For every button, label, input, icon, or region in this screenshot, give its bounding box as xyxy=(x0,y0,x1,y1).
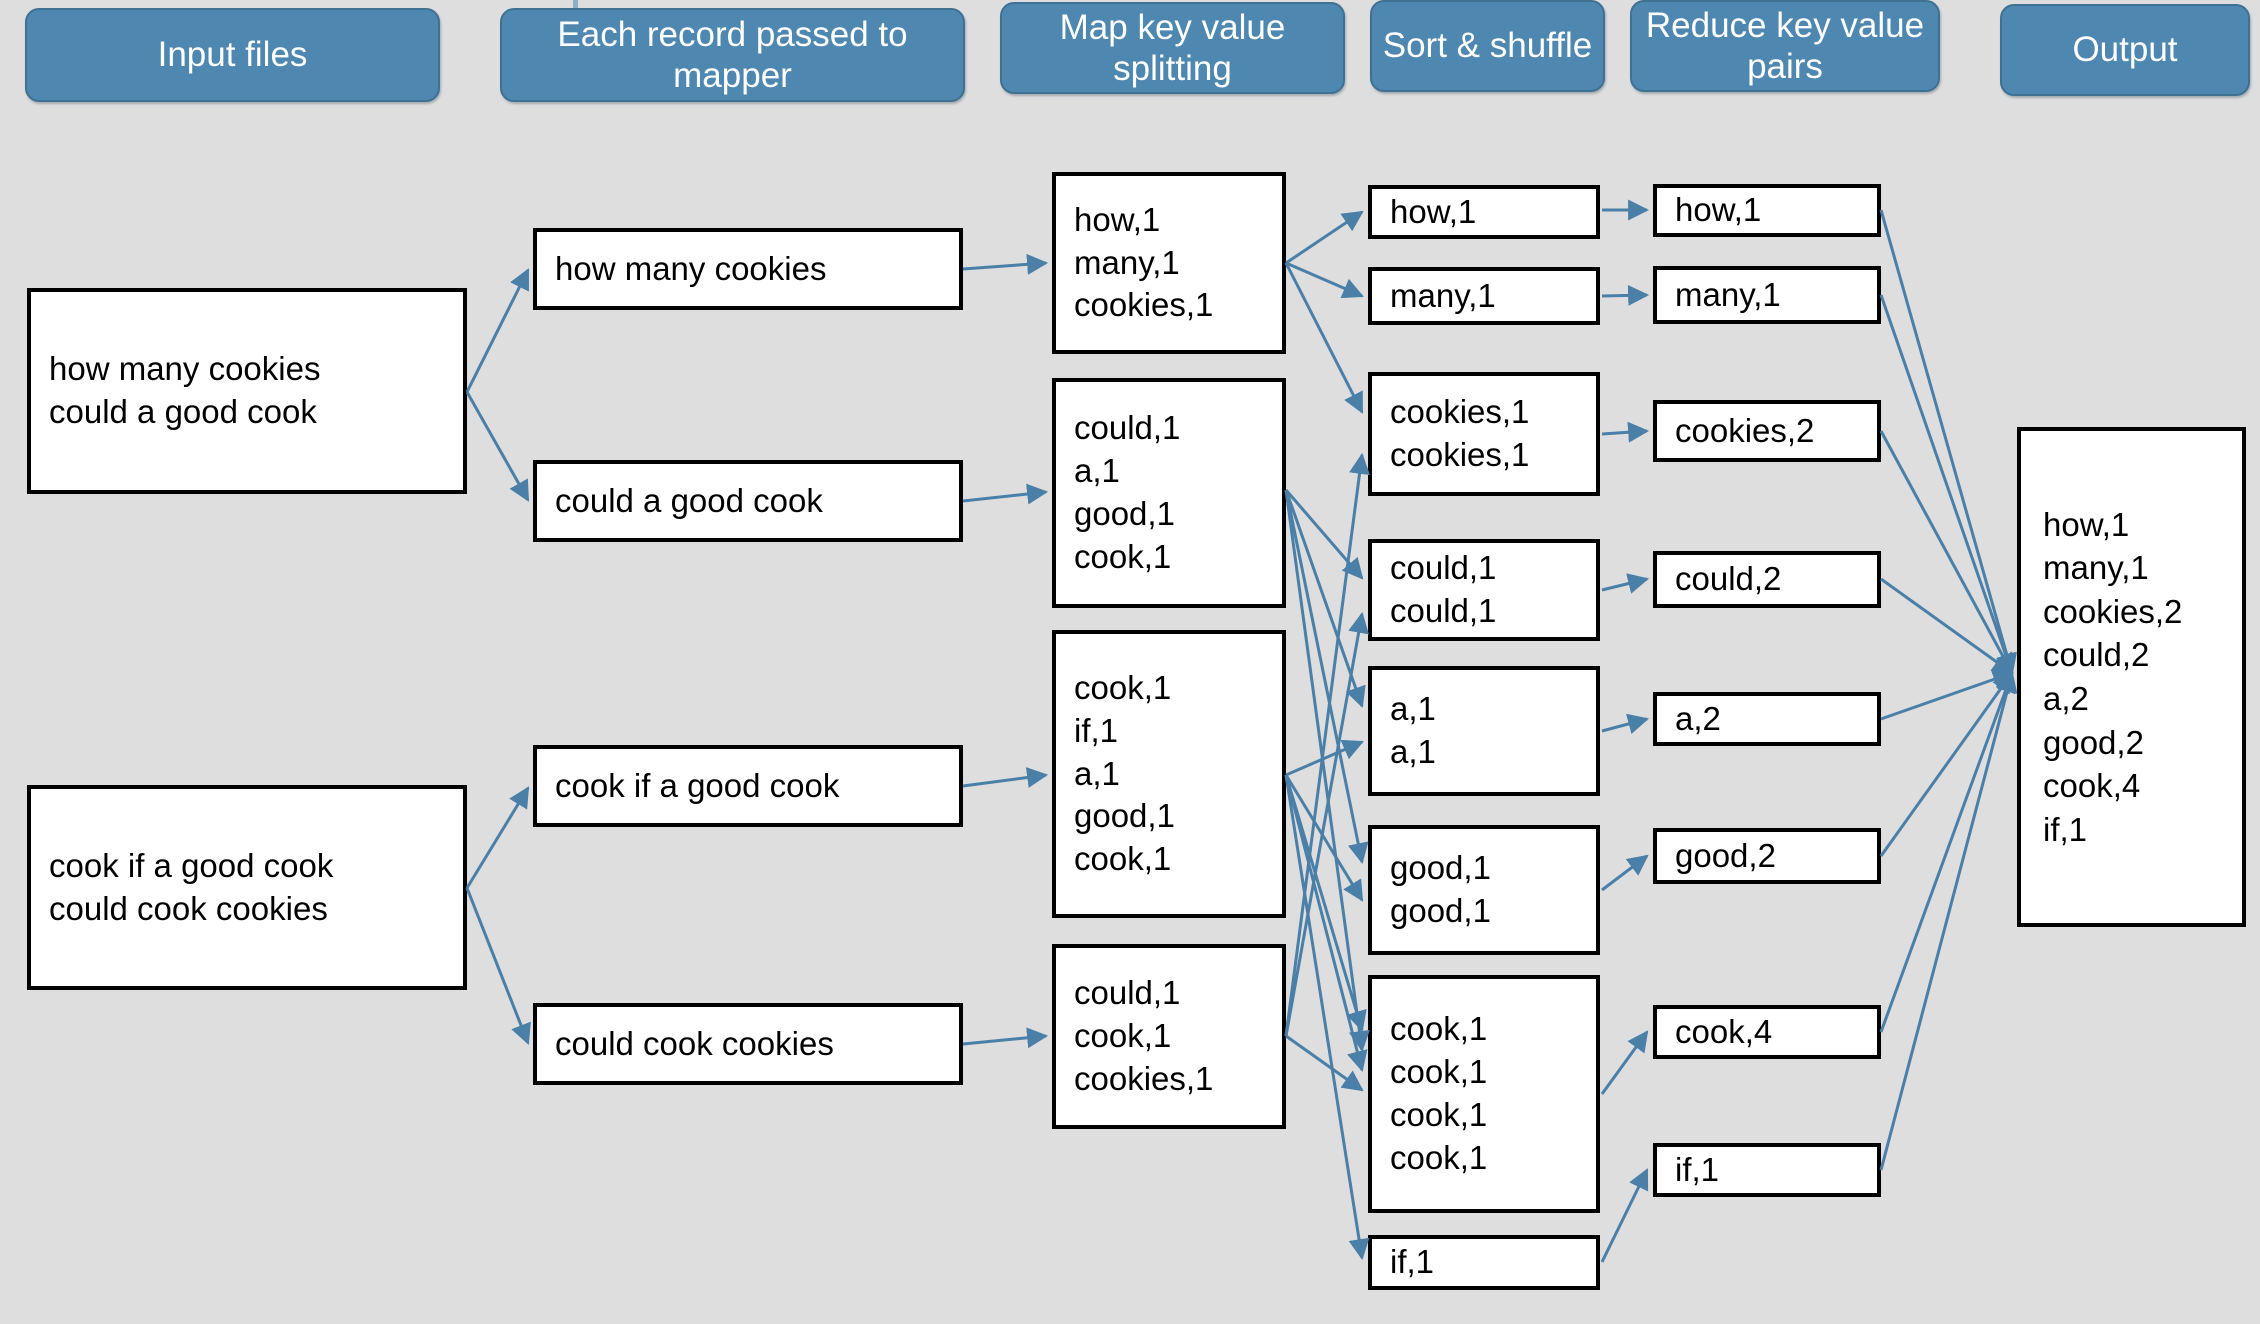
stage-banner-map-split[interactable]: Map key value splitting xyxy=(1000,2,1345,94)
stage-banner-sort-shuffle[interactable]: Sort & shuffle xyxy=(1370,0,1605,92)
arrow-reduce-good-output xyxy=(1879,671,2014,857)
arrow-shuffle-if-reduce xyxy=(1600,1168,1649,1263)
shuffle-group-cook[interactable]: cook,1 cook,1 cook,1 cook,1 xyxy=(1368,975,1600,1213)
arrow-map3-cook2 xyxy=(1284,774,1368,1073)
arrow-record4-map4 xyxy=(962,1027,1049,1049)
arrow-map3-cook1 xyxy=(1284,774,1367,1033)
arrow-input1-record2 xyxy=(465,391,530,502)
stage-banner-output[interactable]: Output xyxy=(2000,4,2250,96)
shuffle-group-a[interactable]: a,1 a,1 xyxy=(1368,666,1600,796)
arrow-record2-map2 xyxy=(962,483,1049,505)
reduce-box-a[interactable]: a,2 xyxy=(1653,692,1881,746)
stage-banner-record-mapper[interactable]: Each record passed to mapper xyxy=(500,8,965,102)
arrow-reduce-cook-output xyxy=(1879,671,2016,1033)
map-output-box-2[interactable]: could,1 a,1 good,1 cook,1 xyxy=(1052,378,1286,608)
record-box-3[interactable]: cook if a good cook xyxy=(533,745,963,827)
arrow-shuffle-cookies-reduce xyxy=(1601,421,1650,443)
arrow-map3-if xyxy=(1284,774,1370,1261)
record-box-2[interactable]: could a good cook xyxy=(533,460,963,542)
map-output-box-3[interactable]: cook,1 if,1 a,1 good,1 cook,1 xyxy=(1052,630,1286,918)
record-box-1[interactable]: how many cookies xyxy=(533,228,963,310)
reduce-box-how[interactable]: how,1 xyxy=(1653,184,1881,237)
shuffle-group-good[interactable]: good,1 good,1 xyxy=(1368,825,1600,955)
arrow-map2-cook xyxy=(1284,489,1370,1053)
map-output-box-1[interactable]: how,1 many,1 cookies,1 xyxy=(1052,172,1286,354)
arrow-map3-a xyxy=(1285,739,1364,777)
arrow-map1-many xyxy=(1285,261,1364,299)
record-box-4[interactable]: could cook cookies xyxy=(533,1003,963,1085)
shuffle-group-how[interactable]: how,1 xyxy=(1368,185,1600,239)
shuffle-group-many[interactable]: many,1 xyxy=(1368,267,1600,325)
arrow-reduce-if-output xyxy=(1879,670,2018,1171)
arrow-map1-how xyxy=(1285,210,1364,265)
reduce-box-cookies[interactable]: cookies,2 xyxy=(1653,400,1881,462)
stray-line-artifact xyxy=(573,0,578,10)
arrow-reduce-a-output xyxy=(1880,669,2014,721)
arrow-shuffle-cook-reduce xyxy=(1600,1030,1649,1095)
arrow-input1-record1 xyxy=(465,268,530,393)
arrow-map4-cook xyxy=(1285,1034,1364,1092)
map-output-box-4[interactable]: could,1 cook,1 cookies,1 xyxy=(1052,944,1286,1129)
arrow-record1-map1 xyxy=(962,253,1049,275)
arrow-reduce-many-output xyxy=(1879,294,2016,675)
shuffle-group-if[interactable]: if,1 xyxy=(1368,1235,1600,1290)
arrow-record3-map3 xyxy=(962,767,1049,788)
stage-banner-input-files[interactable]: Input files xyxy=(25,8,440,102)
arrow-shuffle-good-reduce xyxy=(1601,854,1649,892)
arrow-shuffle-many-reduce xyxy=(1601,284,1650,306)
arrow-map1-cookies xyxy=(1284,262,1364,414)
arrow-map2-could xyxy=(1284,489,1364,580)
arrow-input2-record3 xyxy=(465,786,530,889)
arrow-reduce-could-output xyxy=(1880,577,2014,675)
stage-banner-reduce-pairs[interactable]: Reduce key value pairs xyxy=(1630,0,1940,92)
arrow-map4-cookies xyxy=(1284,452,1370,1037)
arrow-reduce-how-output xyxy=(1879,209,2017,676)
reduce-box-if[interactable]: if,1 xyxy=(1653,1143,1881,1197)
arrow-map3-good xyxy=(1284,774,1364,902)
shuffle-group-could[interactable]: could,1 could,1 xyxy=(1368,539,1600,641)
arrow-map2-a xyxy=(1284,489,1366,708)
arrow-shuffle-a-reduce xyxy=(1601,713,1650,735)
arrow-reduce-cookies-output xyxy=(1879,430,2014,675)
shuffle-group-cookies[interactable]: cookies,1 cookies,1 xyxy=(1368,372,1600,496)
reduce-box-good[interactable]: good,2 xyxy=(1653,828,1881,884)
arrow-map2-good xyxy=(1284,489,1369,865)
input-file-box-1[interactable]: how many cookies could a good cook xyxy=(27,288,467,494)
arrow-input2-record4 xyxy=(465,887,531,1045)
reduce-box-could[interactable]: could,2 xyxy=(1653,551,1881,608)
final-output-box[interactable]: how,1 many,1 cookies,2 could,2 a,2 good,… xyxy=(2017,427,2246,927)
reduce-box-many[interactable]: many,1 xyxy=(1653,266,1881,324)
arrow-map4-could xyxy=(1284,611,1369,1037)
input-file-box-2[interactable]: cook if a good cook could cook cookies xyxy=(27,785,467,990)
reduce-box-cook[interactable]: cook,4 xyxy=(1653,1005,1881,1059)
arrow-shuffle-could-reduce xyxy=(1601,573,1650,594)
